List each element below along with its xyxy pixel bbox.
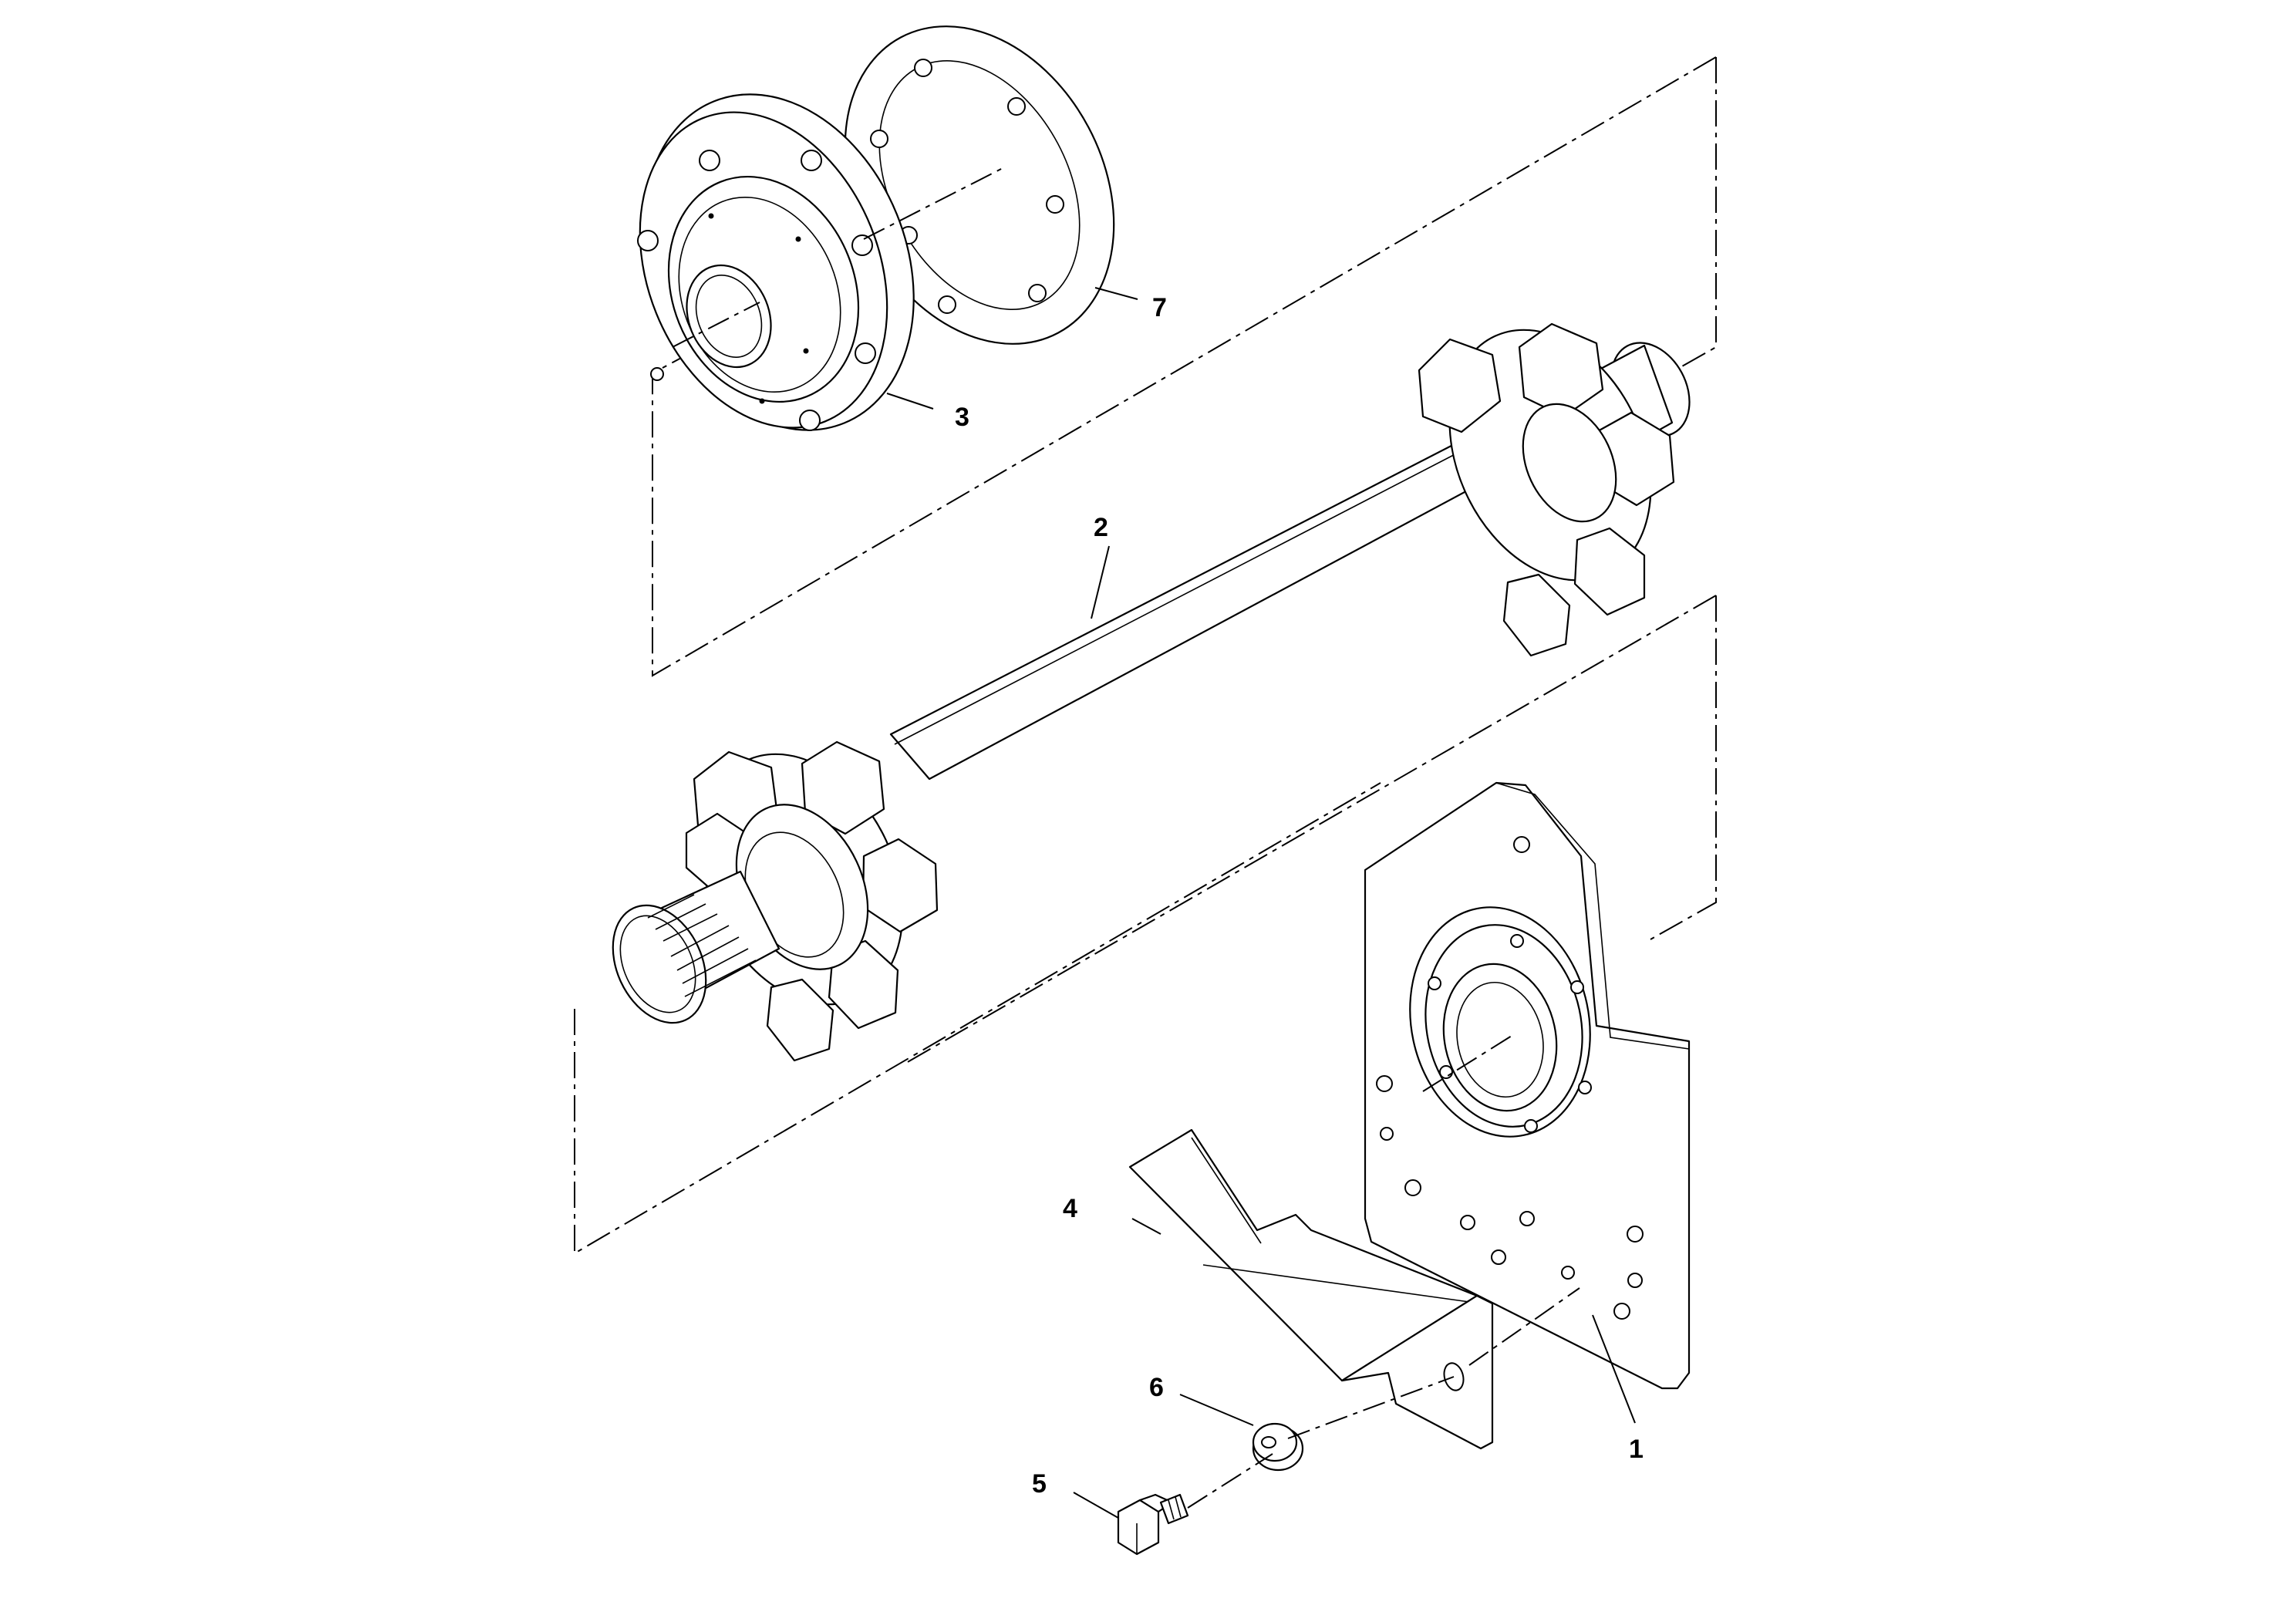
mounting-plate — [1364, 781, 1691, 1390]
sprocket-shaft — [612, 322, 1691, 1062]
gasket-ring — [844, 25, 1115, 345]
shield-bracket — [1128, 1128, 1494, 1450]
hex-bolt — [1117, 1493, 1189, 1556]
lower-assembly-frame — [574, 595, 1717, 1255]
callout-4: 4 — [1063, 1194, 1077, 1223]
callout-3: 3 — [955, 403, 969, 432]
callout-1: 1 — [1629, 1435, 1644, 1464]
washer — [1252, 1422, 1304, 1472]
upper-assembly-frame — [652, 56, 1717, 677]
assembly-axes — [672, 167, 1580, 1509]
leader-lines — [886, 287, 1636, 1519]
callout-2: 2 — [1094, 513, 1108, 542]
callout-labels: 1 2 3 4 5 6 7 — [955, 293, 1644, 1499]
bearing-flange — [637, 93, 915, 431]
callout-7: 7 — [1152, 293, 1167, 322]
callout-6: 6 — [1149, 1373, 1164, 1402]
callout-5: 5 — [1032, 1469, 1047, 1499]
